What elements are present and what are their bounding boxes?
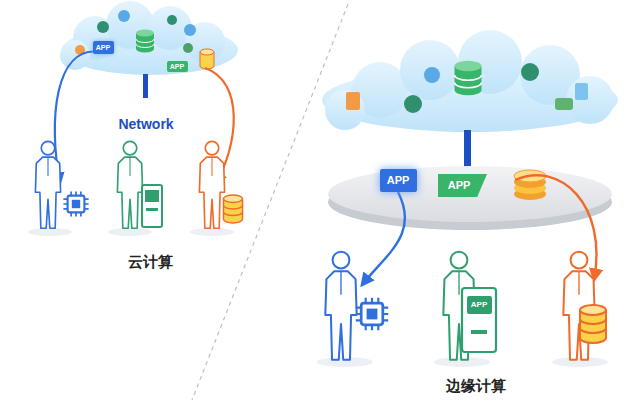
user-figure	[35, 141, 60, 228]
app-tag: APP	[167, 61, 188, 72]
database-device	[580, 305, 606, 343]
database-device	[223, 195, 242, 223]
network-label: Network	[116, 117, 175, 132]
icon-label: APP	[96, 44, 110, 51]
app-screen: APP	[467, 296, 492, 314]
user-figure	[117, 141, 142, 228]
icon-label: APP	[448, 180, 471, 191]
app-trapezoid: APP	[438, 174, 487, 197]
user-figure	[325, 252, 356, 360]
app-tile: APP	[380, 169, 417, 192]
chip-device	[63, 191, 88, 216]
cloud	[322, 30, 618, 132]
cloud-icons	[346, 61, 588, 113]
caption: 云计算	[126, 254, 175, 271]
user-figure	[199, 141, 224, 228]
caption: 边缘计算	[444, 378, 508, 395]
cloud-icons	[75, 10, 214, 69]
stem	[143, 74, 148, 98]
flow-arrow	[362, 192, 405, 285]
icon-label: APP	[170, 63, 184, 70]
terminal-device	[462, 288, 496, 352]
icon-label: APP	[471, 301, 487, 309]
flow-arrow	[55, 52, 100, 183]
chip-device	[356, 298, 388, 330]
icon-label: APP	[387, 175, 410, 186]
app-tile: APP	[93, 41, 114, 54]
cloud	[60, 1, 238, 75]
edge-platform	[328, 166, 612, 230]
terminal-device	[142, 185, 162, 227]
